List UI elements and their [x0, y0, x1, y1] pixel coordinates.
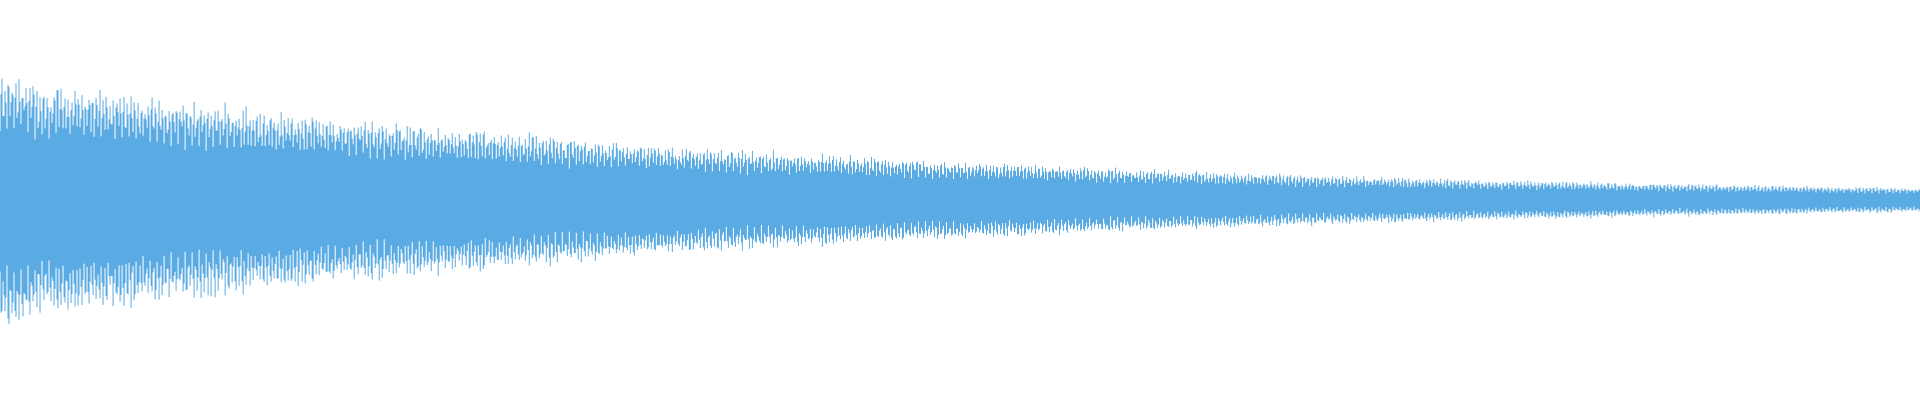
waveform-core	[0, 144, 1920, 256]
waveform-lines	[0, 78, 1920, 324]
